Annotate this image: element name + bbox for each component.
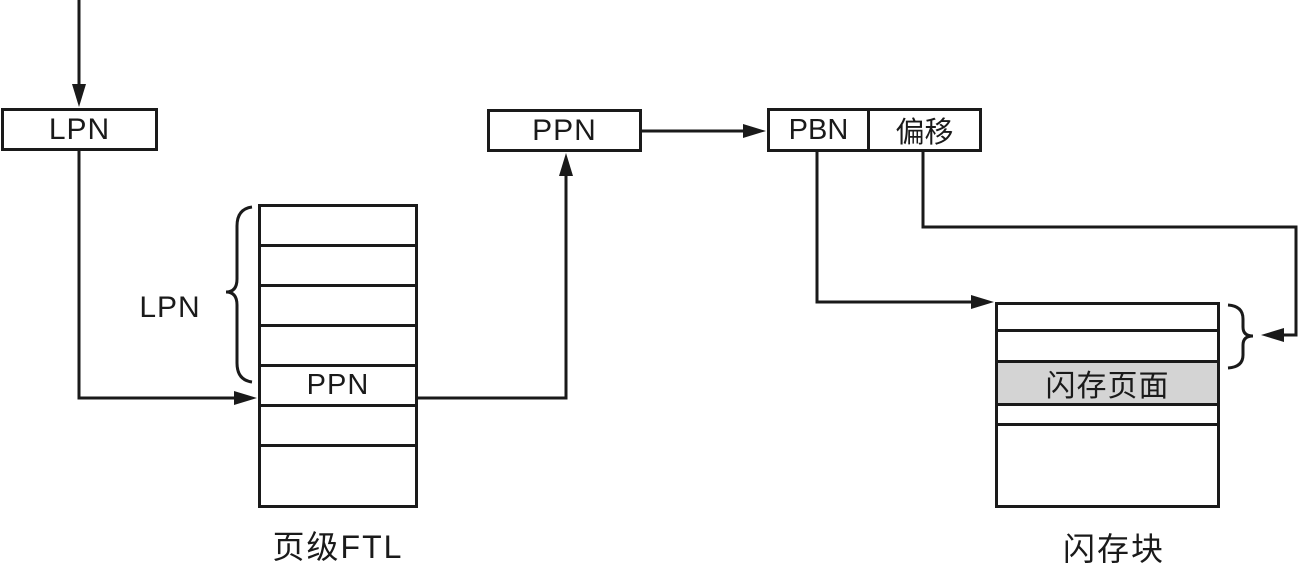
flash-block-table: 闪存页面 [995,302,1220,508]
offset-cell: 偏移 [870,111,979,149]
ftl-row-0 [261,207,415,247]
ftl-row-2 [261,287,415,327]
flash-block-caption: 闪存块 [1062,531,1165,566]
flash-row-3 [998,406,1217,426]
ftl-row-ppn: PPN [261,367,415,407]
flash-row-4 [998,426,1217,499]
arrow-into-brace-icon [1261,328,1284,342]
lpn-range-brace [225,205,253,384]
ftl-row-6 [261,447,415,489]
ftl-row-3 [261,327,415,367]
ftl-table: PPN [258,204,418,508]
offset-cell-label: 偏移 [895,117,954,149]
ppn-box-label: PPN [532,113,597,147]
arrow-into-pbn-icon [743,124,766,138]
pbn-to-flash-line [815,152,976,304]
ftl-to-ppn-line [417,172,568,400]
arrow-into-ftl-icon [234,391,257,405]
ftl-table-caption: 页级FTL [272,529,404,565]
lpn-brace-label: LPN [139,291,201,324]
arrow-into-ppn-icon [559,153,573,176]
flash-row-1 [998,332,1217,363]
ftl-row-1 [261,247,415,287]
flash-row-0 [998,305,1217,332]
lpn-box-label: LPN [48,112,111,146]
pbn-offset-box: PBN 偏移 [767,108,982,152]
pbn-cell-label: PBN [788,113,849,146]
pbn-cell: PBN [770,111,870,149]
arrow-into-flash-icon [971,295,994,309]
lpn-box: LPN [1,108,158,151]
arrow-into-lpn-icon [72,84,86,107]
ftl-row-5 [261,407,415,447]
flash-row-page-highlighted: 闪存页面 [998,363,1217,406]
page-range-brace [1227,303,1254,370]
lpn-to-ftl-line [77,150,238,400]
ppn-box: PPN [487,109,642,152]
